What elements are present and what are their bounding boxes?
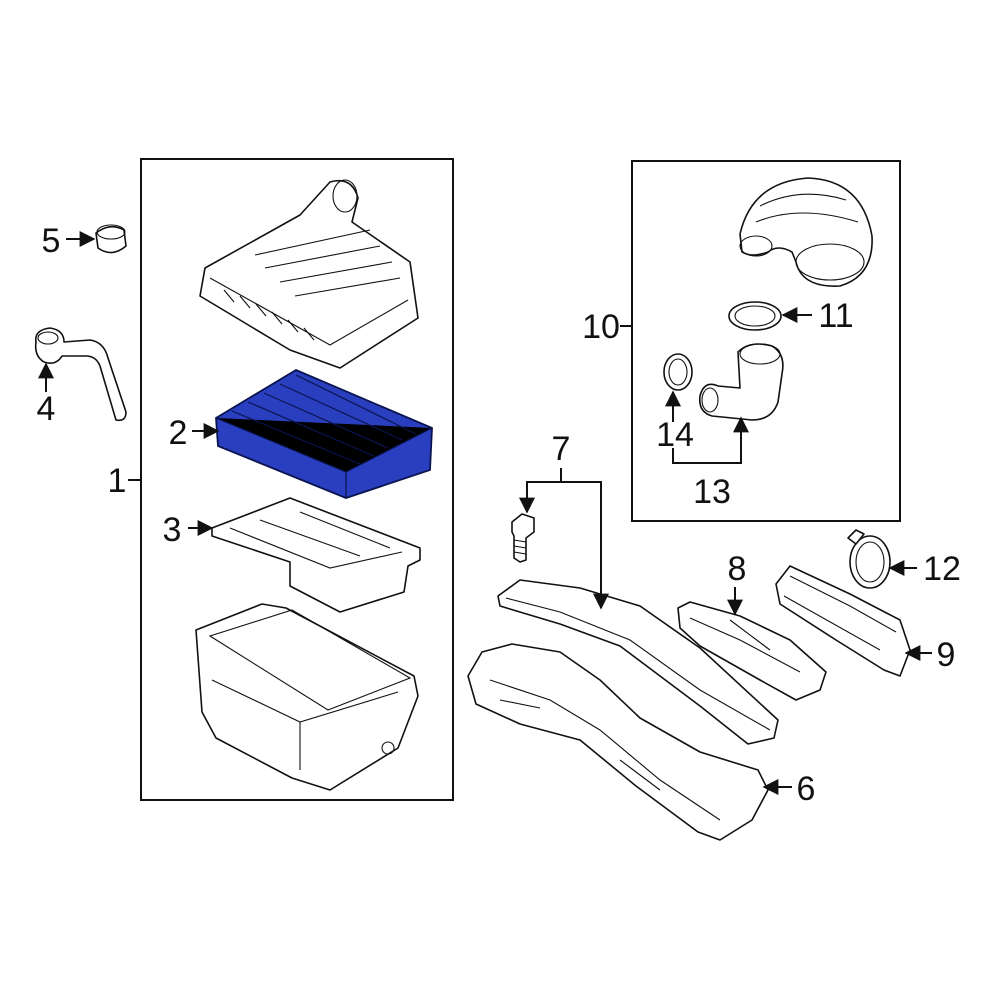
part-8-resonator[interactable] (677, 601, 827, 701)
callout-6: 6 (797, 770, 816, 808)
assembly-box-10 (631, 160, 901, 522)
leader-lines (38, 231, 932, 795)
part-13-elbow[interactable] (698, 343, 784, 421)
callout-1: 1 (108, 462, 127, 500)
callout-7: 7 (552, 430, 571, 468)
callout-4: 4 (37, 390, 56, 428)
callout-12: 12 (923, 550, 961, 588)
part-1-lower-housing[interactable] (195, 603, 419, 791)
callout-2: 2 (169, 414, 188, 452)
callout-14: 14 (656, 416, 694, 454)
part-10-hose[interactable] (739, 177, 873, 287)
callout-3: 3 (163, 511, 182, 549)
callout-5: 5 (42, 222, 61, 260)
callout-8: 8 (728, 550, 747, 588)
part-11-clamp[interactable] (728, 301, 782, 331)
callout-13: 13 (693, 473, 731, 511)
part-12-clamp[interactable] (847, 529, 891, 589)
part-2-air-filter[interactable] (215, 368, 433, 499)
callout-9: 9 (937, 636, 956, 674)
part-14-seal[interactable] (663, 353, 693, 391)
part-7-duct-cover[interactable] (497, 579, 779, 745)
part-1-upper-housing[interactable] (199, 179, 419, 369)
callout-11: 11 (818, 297, 853, 335)
part-3-tray[interactable] (211, 497, 421, 613)
part-5-cap[interactable] (95, 224, 127, 254)
part-7-bolt[interactable] (511, 513, 535, 563)
part-9-intake-duct[interactable] (775, 565, 911, 677)
callout-10: 10 (582, 308, 620, 346)
